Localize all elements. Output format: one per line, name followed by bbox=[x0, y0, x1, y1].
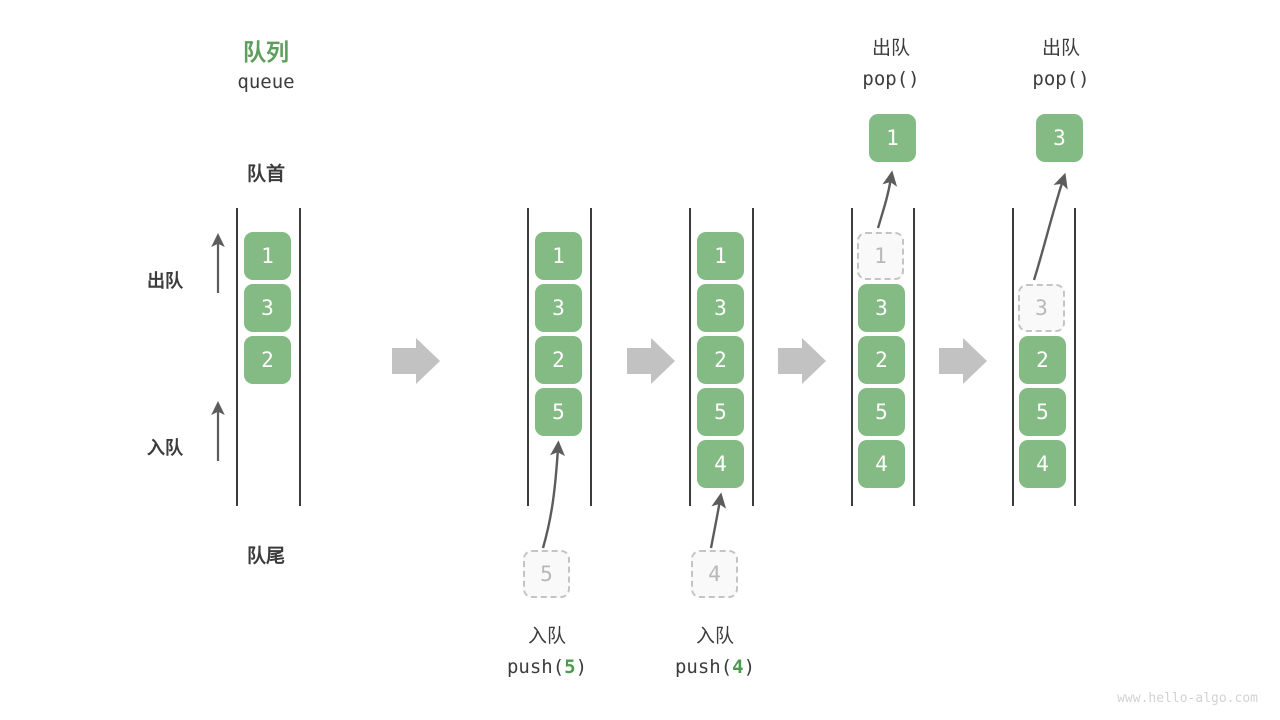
queue-tail-label: 队尾 bbox=[246, 545, 285, 567]
queue-rail-left bbox=[689, 208, 691, 506]
queue-rail-left bbox=[851, 208, 853, 506]
queue-cell: 1 bbox=[697, 232, 744, 280]
stage-arrow-1 bbox=[392, 338, 440, 384]
push-arrow-5 bbox=[541, 440, 565, 549]
queue-rail-left bbox=[236, 208, 238, 506]
queue-rail-right bbox=[1074, 208, 1076, 506]
pop-caption-code: pop() bbox=[1032, 68, 1090, 90]
queue-cell: 2 bbox=[697, 336, 744, 384]
queue-rail-right bbox=[299, 208, 301, 506]
push-caption-cn: 入队 bbox=[527, 625, 566, 647]
queue-rail-left bbox=[1012, 208, 1014, 506]
removed-cell: 3 bbox=[1018, 284, 1065, 332]
dequeue-direction-label: 出队 bbox=[147, 271, 183, 292]
queue-cell: 5 bbox=[697, 388, 744, 436]
push-argument: 4 bbox=[732, 656, 744, 678]
pop-arrow-3 bbox=[1032, 172, 1068, 281]
push-arrow-4 bbox=[709, 492, 727, 549]
queue-cell: 5 bbox=[535, 388, 582, 436]
queue-cell: 3 bbox=[535, 284, 582, 332]
queue-cell: 3 bbox=[697, 284, 744, 332]
queue-rail-left bbox=[527, 208, 529, 506]
pending-push-cell: 5 bbox=[523, 550, 570, 598]
pop-arrow-1 bbox=[876, 170, 898, 229]
queue-cell: 2 bbox=[535, 336, 582, 384]
push-caption-cn: 入队 bbox=[695, 625, 734, 647]
queue-cell: 2 bbox=[1019, 336, 1066, 384]
push-argument: 5 bbox=[564, 656, 576, 678]
queue-cell: 5 bbox=[1019, 388, 1066, 436]
queue-cell: 4 bbox=[1019, 440, 1066, 488]
queue-rail-right bbox=[590, 208, 592, 506]
push-caption-code: push(4) bbox=[674, 656, 756, 678]
queue-rail-right bbox=[913, 208, 915, 506]
queue-cell: 2 bbox=[244, 336, 291, 384]
queue-cell: 3 bbox=[244, 284, 291, 332]
queue-title-cn: 队列 bbox=[243, 40, 289, 66]
removed-cell: 1 bbox=[857, 232, 904, 280]
queue-head-label: 队首 bbox=[246, 163, 285, 185]
pop-caption-cn: 出队 bbox=[1041, 37, 1080, 59]
queue-cell: 5 bbox=[858, 388, 905, 436]
site-watermark: www.hello-algo.com bbox=[1117, 691, 1258, 706]
pop-caption-cn: 出队 bbox=[871, 37, 910, 59]
popped-cell: 1 bbox=[869, 114, 916, 162]
push-caption-code: push(5) bbox=[506, 656, 588, 678]
stage-arrow-3 bbox=[778, 338, 826, 384]
queue-cell: 4 bbox=[697, 440, 744, 488]
queue-rail-right bbox=[752, 208, 754, 506]
queue-cell: 2 bbox=[858, 336, 905, 384]
pop-caption-code: pop() bbox=[862, 68, 920, 90]
stage-arrow-2 bbox=[627, 338, 675, 384]
queue-cell: 4 bbox=[858, 440, 905, 488]
queue-cell: 1 bbox=[244, 232, 291, 280]
enqueue-direction-label: 入队 bbox=[147, 438, 183, 459]
queue-title-code: queue bbox=[237, 71, 295, 93]
queue-cell: 1 bbox=[535, 232, 582, 280]
stage-arrow-4 bbox=[939, 338, 987, 384]
pending-push-cell: 4 bbox=[691, 550, 738, 598]
queue-cell: 3 bbox=[858, 284, 905, 332]
popped-cell: 3 bbox=[1036, 114, 1083, 162]
